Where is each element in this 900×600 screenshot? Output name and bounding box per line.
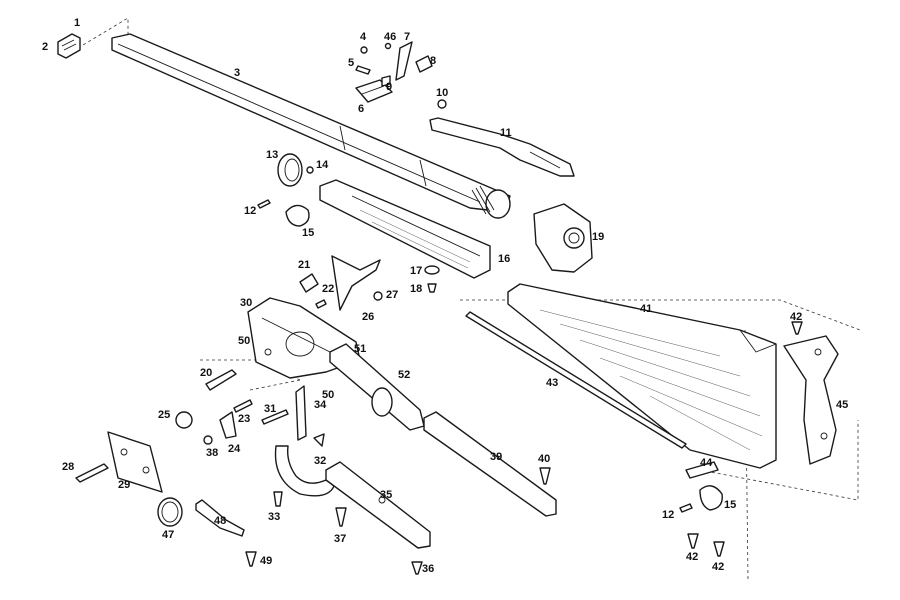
part-front-sight	[57, 33, 81, 59]
part-screws	[245, 467, 551, 575]
callout-4: 4	[360, 31, 367, 43]
part-breech-slide	[329, 343, 425, 431]
callout-49: 49	[260, 555, 272, 567]
callout-13: 13	[266, 149, 278, 161]
callout-37: 37	[334, 533, 346, 545]
callout-29: 29	[118, 479, 130, 491]
callout-11: 11	[500, 127, 512, 139]
callout-21: 21	[298, 259, 310, 271]
callout-26: 26	[362, 311, 374, 323]
callout-31: 31	[264, 403, 276, 415]
part-lever	[325, 461, 431, 549]
callout-18: 18	[410, 283, 422, 295]
callout-6: 6	[358, 103, 364, 115]
callout-20: 20	[200, 367, 212, 379]
callout-40: 40	[538, 453, 550, 465]
callout-1: 1	[74, 17, 80, 29]
callout-35: 35	[380, 489, 392, 501]
callout-34: 34	[314, 399, 327, 411]
callout-33: 33	[268, 511, 280, 523]
callout-12: 12	[244, 205, 256, 217]
callout-41: 41	[640, 303, 652, 315]
part-cleaning-rod	[465, 311, 687, 449]
callout-44: 44	[700, 457, 713, 469]
part-lockwork-small	[175, 255, 383, 439]
callout-8: 8	[430, 55, 436, 67]
part-barrel	[111, 33, 511, 219]
callout-28: 28	[62, 461, 74, 473]
callout-24: 24	[228, 443, 241, 455]
callout-3: 3	[234, 67, 240, 79]
callout-50b: 50	[322, 389, 334, 401]
callout-2: 2	[42, 41, 48, 53]
callout-23: 23	[238, 413, 250, 425]
callout-30: 30	[240, 297, 252, 309]
callout-27: 27	[386, 289, 398, 301]
callout-46: 46	[384, 31, 396, 43]
callout-19: 19	[592, 231, 604, 243]
assembly-guide-lines	[77, 17, 861, 581]
callout-38: 38	[206, 447, 218, 459]
callout-labels: 1 2 3 4 5 6 7 8 9 10 11 12 13 14 15 16 1…	[42, 17, 848, 575]
callout-52: 52	[398, 369, 410, 381]
callout-51: 51	[354, 343, 366, 355]
callout-22: 22	[322, 283, 334, 295]
callout-7: 7	[404, 31, 410, 43]
part-trigger-guard	[261, 385, 335, 507]
part-buttstock	[507, 283, 777, 469]
part-butt-plate	[783, 335, 839, 465]
callout-50a: 50	[238, 335, 250, 347]
callout-25: 25	[158, 409, 170, 421]
part-rear-sight	[355, 41, 433, 103]
callout-15: 15	[302, 227, 314, 239]
part-hinge-block	[533, 203, 593, 273]
callout-15b: 15	[724, 499, 736, 511]
callout-48: 48	[214, 515, 226, 527]
callout-5: 5	[348, 57, 354, 69]
callout-10: 10	[436, 87, 448, 99]
callout-36: 36	[422, 563, 434, 575]
part-side-plate	[75, 431, 163, 493]
callout-43: 43	[546, 377, 558, 389]
callout-42c: 42	[712, 561, 724, 573]
callout-16: 16	[498, 253, 510, 265]
part-forearm-screw	[424, 265, 440, 293]
callout-32: 32	[314, 455, 326, 467]
part-forearm	[319, 179, 491, 279]
part-barrel-band	[257, 153, 314, 227]
callout-17: 17	[410, 265, 422, 277]
callout-12b: 12	[662, 509, 674, 521]
part-lever-spring	[203, 411, 557, 517]
part-top-strap	[429, 99, 575, 177]
callout-9: 9	[386, 81, 392, 93]
part-washer-and-spring	[157, 497, 245, 537]
part-stock-swivel	[679, 321, 803, 557]
callout-45: 45	[836, 399, 848, 411]
callout-47: 47	[162, 529, 174, 541]
callout-39: 39	[490, 451, 502, 463]
callout-42a: 42	[790, 311, 802, 323]
callout-42b: 42	[686, 551, 698, 563]
callout-14: 14	[316, 159, 329, 171]
